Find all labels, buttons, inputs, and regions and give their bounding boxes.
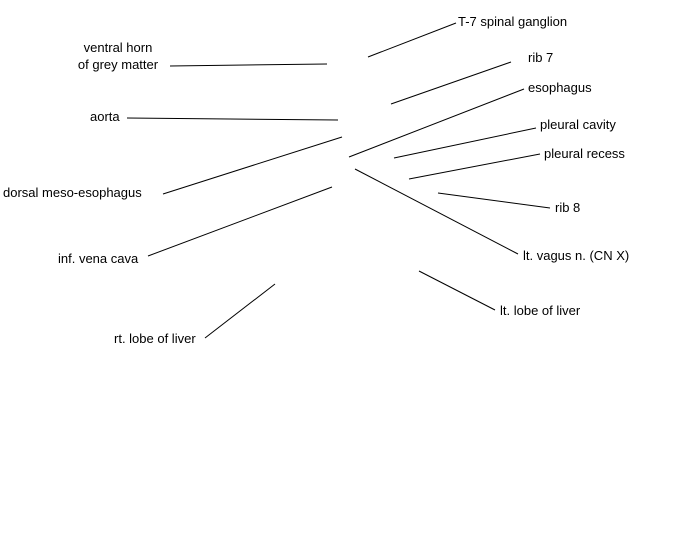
label-lt-lobe-liver: lt. lobe of liver <box>500 303 581 318</box>
label-aorta: aorta <box>90 109 120 124</box>
label-ventral-horn: ventral horn of grey matter <box>70 39 166 73</box>
label-ventral-horn-line2: of grey matter <box>77 57 159 72</box>
leader-esophagus <box>348 88 525 158</box>
label-pleural-recess: pleural recess <box>544 146 625 161</box>
leader-dorsal-meso-esophagus <box>162 136 343 195</box>
label-rib-7: rib 7 <box>528 50 554 65</box>
leader-pleural-recess <box>408 153 541 180</box>
label-inf-vena-cava: inf. vena cava <box>58 251 139 266</box>
leader-rib-8 <box>437 192 551 209</box>
leader-t7-spinal-ganglion <box>367 22 457 58</box>
label-pleural-cavity: pleural cavity <box>540 117 616 132</box>
leader-ventral-horn <box>169 63 328 67</box>
label-dorsal-meso-esophagus: dorsal meso-esophagus <box>3 185 142 200</box>
label-rib-8: rib 8 <box>555 200 581 215</box>
leader-pleural-cavity <box>393 127 537 159</box>
leader-lt-lobe-liver <box>418 270 496 311</box>
label-lt-vagus: lt. vagus n. (CN X) <box>523 248 630 263</box>
leader-rt-lobe-liver <box>204 283 276 339</box>
leader-lt-vagus <box>354 168 519 255</box>
label-t7-spinal-ganglion: T-7 spinal ganglion <box>458 14 568 29</box>
label-rt-lobe-liver: rt. lobe of liver <box>114 331 196 346</box>
leader-aorta <box>126 117 339 121</box>
label-ventral-horn-line1: ventral horn <box>83 40 153 55</box>
label-esophagus: esophagus <box>528 80 592 95</box>
leader-inf-vena-cava <box>147 186 333 257</box>
leader-rib-7 <box>390 61 512 105</box>
